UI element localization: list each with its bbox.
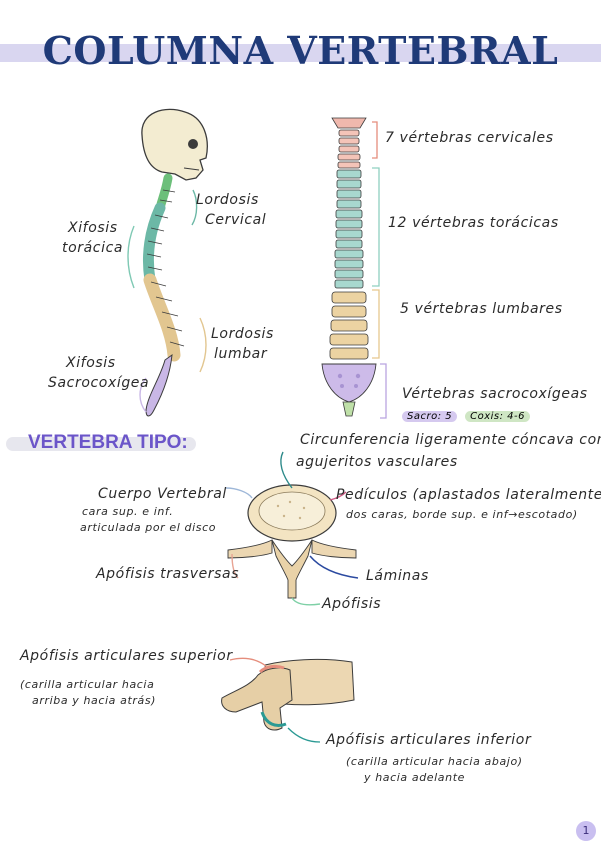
label-xifosis-sacrocoxigea-line2: Sacrocoxígea <box>48 375 150 391</box>
label-apofisis-articulares-superior: Apófisis articulares superior <box>20 648 233 664</box>
page-title: COLUMNA VERTEBRAL <box>42 28 559 73</box>
label-inferior-note-line1: (carilla articular hacia abajo) <box>346 755 523 768</box>
page-number-badge: 1 <box>576 821 596 841</box>
label-pediculos-note: dos caras, borde sup. e inf→escotado) <box>346 508 578 521</box>
label-vertebras-sacrocoxigeas: Vértebras sacrocoxígeas <box>402 386 588 402</box>
label-vertebras-toracicas: 12 vértebras torácicas <box>388 215 559 231</box>
title-highlight <box>0 44 601 62</box>
articular-processes-illustration <box>221 657 355 743</box>
section-title-vertebra-tipo: VERTEBRA TIPO: <box>28 432 188 453</box>
label-circunferencia-line2: agujeritos vasculares <box>296 454 458 470</box>
frontal-spine-illustration <box>321 117 387 419</box>
label-cuerpo-note-line2: articulada por el disco <box>80 521 217 534</box>
label-lordosis-lumbar-line2: lumbar <box>214 346 268 362</box>
coxis-pill: Coxis: 4-6 <box>465 411 531 422</box>
label-pediculos: Pedículos (aplastados lateralmente <box>336 487 601 503</box>
lateral-spine-illustration <box>127 108 208 417</box>
label-vertebras-lumbares: 5 vértebras lumbares <box>400 301 563 317</box>
label-cuerpo-note-line1: cara sup. e inf. <box>82 505 174 518</box>
section-highlight <box>6 437 196 451</box>
label-lordosis-lumbar-line1: Lordosis <box>211 326 274 342</box>
label-cuerpo-vertebral: Cuerpo Vertebral <box>98 486 227 502</box>
label-vertebras-cervicales: 7 vértebras cervicales <box>385 130 554 146</box>
label-xifosis-toracica-line1: Xifosis <box>68 220 118 236</box>
label-inferior-note-line2: y hacia adelante <box>364 771 465 784</box>
label-apofisis-articulares-inferior: Apófisis articulares inferior <box>326 732 532 748</box>
label-circunferencia-line1: Circunferencia ligeramente cóncava con <box>300 432 601 448</box>
label-superior-note-line1: (carilla articular hacia <box>20 678 155 691</box>
label-apofisis-trasversas: Apófisis trasversas <box>96 566 240 582</box>
sacro-coxis-pills: Sacro: 5 Coxis: 4-6 <box>402 404 538 423</box>
label-xifosis-toracica-line2: torácica <box>62 240 124 256</box>
label-lordosis-cervical-line2: Cervical <box>205 212 267 228</box>
label-laminas: Láminas <box>366 568 429 584</box>
label-xifosis-sacrocoxigea-line1: Xifosis <box>66 355 116 371</box>
vertebra-tipo-illustration <box>225 451 359 606</box>
label-superior-note-line2: arriba y hacia atrás) <box>32 694 157 707</box>
label-apofisis: Apófisis <box>322 596 382 612</box>
sacro-pill: Sacro: 5 <box>402 411 458 422</box>
label-lordosis-cervical-line1: Lordosis <box>196 192 259 208</box>
